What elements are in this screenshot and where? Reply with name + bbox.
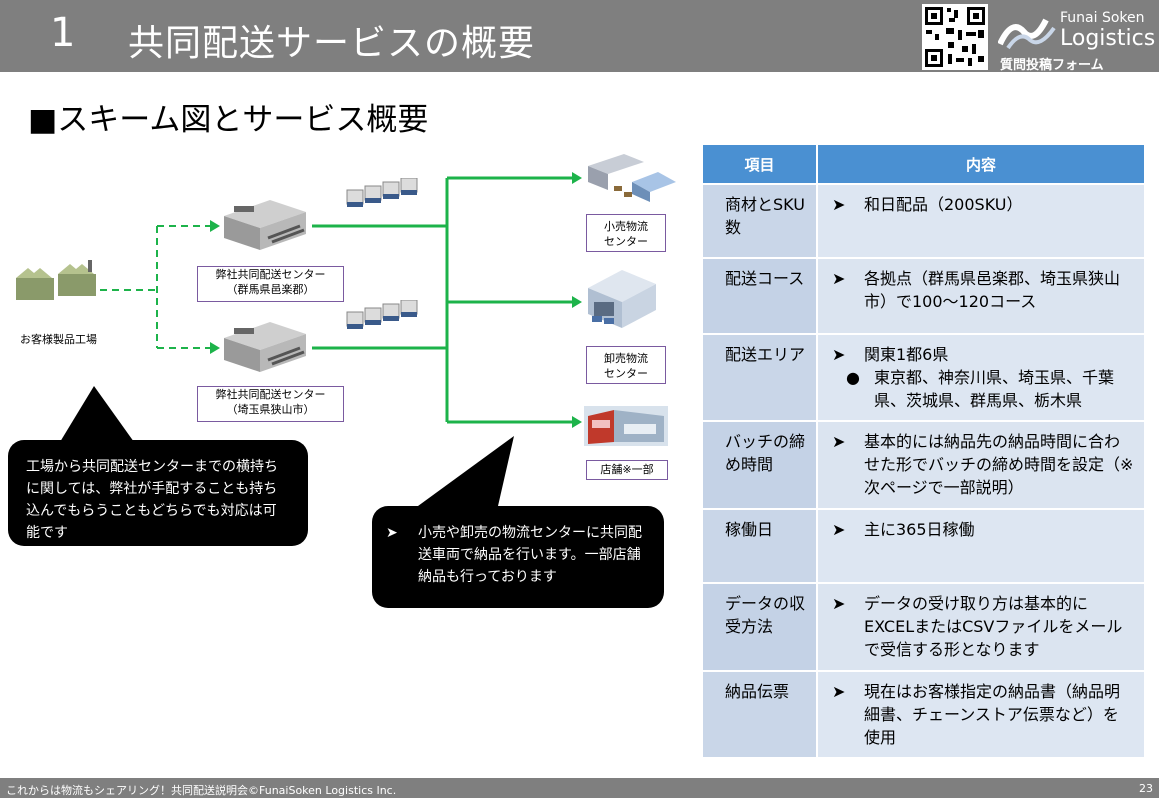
page-number: 23: [1139, 782, 1153, 795]
row-item: バッチの締め時間: [703, 420, 818, 508]
table-row: 納品伝票 ➤ 現在はお客様指定の納品書（納品明細書、チェーンストア伝票など）を使用: [703, 670, 1146, 757]
center1-name: 弊社共同配送センター: [215, 268, 326, 281]
column-header: 内容: [818, 145, 1146, 183]
retail-label-line1: 小売物流: [604, 220, 648, 233]
arrow-bullet-icon: ➤: [832, 594, 846, 613]
arrow-bullet-icon: ➤: [386, 525, 398, 541]
wholesale-center-icon: [588, 270, 656, 328]
company-logo: Funai Soken Logistics 質問投稿フォーム: [996, 4, 1159, 73]
row-item: 商材とSKU数: [703, 183, 818, 257]
section-heading: ■スキーム図とサービス概要: [28, 102, 429, 138]
footer-bar: これからは物流もシェアリング！共同配送説明会©FunaiSoken Logist…: [0, 778, 1159, 798]
column-header: 項目: [703, 145, 818, 183]
row-content: ➤ 関東1都6県 ● 東京都、神奈川県、埼玉県、千葉県、茨城県、群馬県、栃木県: [818, 333, 1146, 420]
arrow-bullet-icon: ➤: [832, 520, 846, 539]
section-number: 1: [50, 10, 76, 56]
table-header-row: 項目 内容: [703, 145, 1146, 183]
center1-label: 弊社共同配送センター （群馬県邑楽郡）: [197, 266, 344, 302]
table-row: データの収受方法 ➤ データの受け取り方は基本的にEXCELまたはCSVファイルを…: [703, 582, 1146, 670]
title-bar: 1 共同配送サービスの概要 Funai Soken Logistics 質問投稿…: [0, 0, 1159, 73]
table-row: 配送コース ➤ 各拠点（群馬県邑楽郡、埼玉県狭山市）で100～120コース: [703, 257, 1146, 333]
store-icon: [584, 406, 668, 446]
service-overview-table: 項目 内容 商材とSKU数 ➤ 和日配品（200SKU） 配送コース ➤ 各拠点（群…: [703, 145, 1146, 757]
warehouse-icon: [224, 322, 306, 372]
callout-pointer: [60, 386, 134, 442]
row-subcontent-text: 東京都、神奈川県、埼玉県、千葉県、茨城県、群馬県、栃木県: [874, 368, 1115, 410]
arrow-bullet-icon: ➤: [832, 432, 846, 451]
arrow-bullet-icon: ➤: [832, 682, 846, 701]
row-item: データの収受方法: [703, 582, 818, 670]
row-content-text: 各拠点（群馬県邑楽郡、埼玉県狭山市）で100～120コース: [864, 269, 1121, 311]
retail-label-line2: センター: [604, 235, 648, 248]
center2-name: 弊社共同配送センター: [215, 388, 326, 401]
factory-icon: [16, 260, 96, 300]
callout-right: ➤ 小売や卸売の物流センターに共同配送車両で納品を行います。一部店舗納品も行って…: [372, 506, 664, 608]
retail-center-label: 小売物流 センター: [586, 214, 666, 252]
dot-bullet-icon: ●: [846, 368, 860, 387]
footer-copyright: これからは物流もシェアリング！共同配送説明会©FunaiSoken Logist…: [6, 784, 397, 797]
wholesale-label-line1: 卸売物流: [604, 352, 648, 365]
table-row: 稼働日 ➤ 主に365日稼働: [703, 508, 1146, 582]
center2-location: （埼玉県狭山市）: [226, 403, 315, 416]
table-row: 商材とSKU数 ➤ 和日配品（200SKU）: [703, 183, 1146, 257]
qr-code-icon[interactable]: [922, 4, 988, 70]
wholesale-label-line2: センター: [604, 367, 648, 380]
row-content-text: 和日配品（200SKU）: [864, 195, 1023, 214]
arrow-bullet-icon: ➤: [832, 195, 846, 214]
callout-pointer: [418, 436, 514, 506]
row-content: ➤ 主に365日稼働: [818, 508, 1146, 582]
flow-lines: [100, 172, 582, 428]
scheme-diagram: お客様製品工場 弊社共同配送センター （群馬県邑楽郡） 弊社共同配送センター （…: [0, 140, 700, 620]
center1-location: （群馬県邑楽郡）: [226, 283, 315, 296]
row-item: 配送コース: [703, 257, 818, 333]
row-content-text: 現在はお客様指定の納品書（納品明細書、チェーンストア伝票など）を使用: [864, 682, 1121, 747]
callout-left: 工場から共同配送センターまでの横持ちに関しては、弊社が手配することも持ち込んでも…: [8, 440, 308, 546]
store-label: 店舗※一部: [586, 460, 668, 480]
row-content: ➤ 現在はお客様指定の納品書（納品明細書、チェーンストア伝票など）を使用: [818, 670, 1146, 757]
center2-label: 弊社共同配送センター （埼玉県狭山市）: [197, 386, 344, 422]
factory-label: お客様製品工場: [20, 333, 97, 346]
row-item: 稼働日: [703, 508, 818, 582]
logo-main-text: Logistics: [1060, 26, 1156, 51]
warehouse-icon: [224, 200, 306, 250]
callout-right-text: 小売や卸売の物流センターに共同配送車両で納品を行います。一部店舗納品も行っており…: [418, 525, 642, 585]
row-content-text: データの受け取り方は基本的にEXCELまたはCSVファイルをメールで受信する形と…: [864, 594, 1123, 659]
trucks-icon: [346, 300, 418, 329]
page-title: 共同配送サービスの概要: [128, 23, 536, 64]
arrow-bullet-icon: ➤: [832, 269, 846, 288]
retail-center-icon: [588, 154, 676, 202]
row-content: ➤ 各拠点（群馬県邑楽郡、埼玉県狭山市）で100～120コース: [818, 257, 1146, 333]
trucks-icon: [346, 178, 418, 207]
table-row: バッチの締め時間 ➤ 基本的には納品先の納品時間に合わせた形でバッチの締め時間を設…: [703, 420, 1146, 508]
row-content-text: 主に365日稼働: [864, 520, 975, 539]
logo-small-text: Funai Soken: [1060, 10, 1145, 26]
wave-logo-icon: [998, 18, 1056, 50]
question-form-link[interactable]: 質問投稿フォーム: [1000, 58, 1104, 73]
table-row: 配送エリア ➤ 関東1都6県 ● 東京都、神奈川県、埼玉県、千葉県、茨城県、群馬県、…: [703, 333, 1146, 420]
row-item: 納品伝票: [703, 670, 818, 757]
wholesale-center-label: 卸売物流 センター: [586, 346, 666, 384]
row-content: ➤ 和日配品（200SKU）: [818, 183, 1146, 257]
row-content: ➤ 基本的には納品先の納品時間に合わせた形でバッチの締め時間を設定（※次ページで一…: [818, 420, 1146, 508]
arrow-bullet-icon: ➤: [832, 345, 846, 364]
row-content-text: 関東1都6県: [864, 345, 949, 364]
row-content: ➤ データの受け取り方は基本的にEXCELまたはCSVファイルをメールで受信する形…: [818, 582, 1146, 670]
row-content-text: 基本的には納品先の納品時間に合わせた形でバッチの締め時間を設定（※次ページで一部…: [864, 432, 1134, 497]
row-item: 配送エリア: [703, 333, 818, 420]
